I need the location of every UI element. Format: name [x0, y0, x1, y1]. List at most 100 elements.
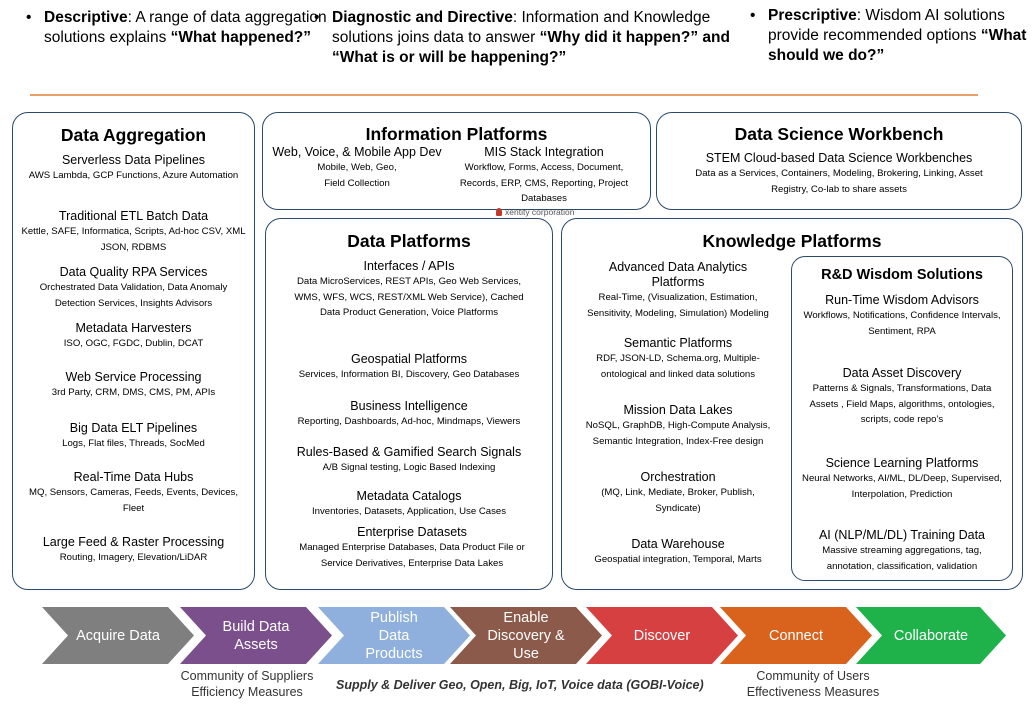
item-detail: Orchestrated Data Validation, Data Anoma…: [39, 282, 228, 309]
item-detail: Data as a Services, Containers, Modeling…: [695, 168, 983, 195]
chevron-discover: Discover: [586, 607, 738, 664]
item-heading: Big Data ELT Pipelines: [69, 421, 198, 435]
bullet-dot: •: [26, 9, 32, 26]
info-col-web-voice: Web, Voice, & Mobile App Dev Mobile, Web…: [267, 145, 447, 191]
item-heading: Data Quality RPA Services: [59, 265, 208, 279]
chevron-fill: [42, 607, 194, 664]
chevron-shape: [180, 607, 332, 664]
item-heading: Metadata Catalogs: [356, 489, 462, 503]
logo-mark-icon: [496, 208, 502, 216]
xentity-logo: xentity corporation: [496, 207, 574, 217]
item-detail: Massive streaming aggregations, tag, ann…: [822, 545, 982, 572]
bullet-text: : Wisdom AI solutions provide recommende…: [768, 7, 1005, 44]
dp-item-interfaces: Interfaces / APIs Data MicroServices, RE…: [286, 259, 532, 321]
item-heading: Serverless Data Pipelines: [61, 153, 206, 167]
info-col-mis: MIS Stack Integration Workflow, Forms, A…: [449, 145, 639, 207]
data-science-workbench-panel: Data Science Workbench STEM Cloud-based …: [656, 112, 1022, 210]
item-heading: Real-Time Data Hubs: [73, 470, 194, 484]
agg-item-serverless: Serverless Data Pipelines AWS Lambda, GC…: [21, 153, 246, 184]
wisdom-solutions-panel: R&D Wisdom Solutions Run-Time Wisdom Adv…: [791, 256, 1013, 581]
item-detail: Managed Enterprise Databases, Data Produ…: [299, 542, 525, 569]
dp-item-search-signals: Rules-Based & Gamified Search Signals A/…: [274, 445, 544, 476]
item-heading: Web, Voice, & Mobile App Dev: [272, 145, 442, 159]
chevron-fill: [450, 607, 602, 664]
kp-item-orchestration: Orchestration (MQ, Link, Mediate, Broker…: [588, 470, 768, 516]
users-note: Community of Users Effectiveness Measure…: [746, 669, 880, 699]
chevron-label: Collaborate: [893, 627, 969, 644]
wis-item-asset-discovery: Data Asset Discovery Patterns & Signals,…: [800, 366, 1004, 428]
bullet-term: Descriptive: [44, 9, 128, 26]
item-heading: Run-Time Wisdom Advisors: [825, 293, 979, 307]
agg-item-quality: Data Quality RPA Services Orchestrated D…: [21, 265, 246, 311]
item-detail: Neural Networks, AI/ML, DL/Deep, Supervi…: [802, 473, 1002, 500]
logo-text: xentity corporation: [505, 207, 575, 217]
item-detail: AWS Lambda, GCP Functions, Azure Automat…: [28, 170, 239, 181]
item-detail: Mobile, Web, Geo, Field Collection: [317, 162, 397, 189]
information-platforms-title: Information Platforms: [365, 124, 548, 144]
agg-item-big-data: Big Data ELT Pipelines Logs, Flat files,…: [21, 421, 246, 452]
agg-item-web-service: Web Service Processing 3rd Party, CRM, D…: [21, 370, 246, 401]
item-detail: NoSQL, GraphDB, High-Compute Analysis, S…: [585, 420, 771, 447]
item-detail: ISO, OGC, FGDC, Dublin, DCAT: [63, 338, 204, 349]
item-detail: Logs, Flat files, Threads, SocMed: [62, 438, 205, 449]
chevron-shape: [318, 607, 470, 664]
bullet-term: Prescriptive: [768, 7, 857, 24]
item-detail: Workflow, Forms, Access, Document, Recor…: [459, 162, 629, 204]
item-heading: Science Learning Platforms: [825, 456, 979, 470]
chevron-shape: [720, 607, 872, 664]
chevron-fill: [720, 607, 872, 664]
data-platforms-panel: Data Platforms Interfaces / APIs Data Mi…: [265, 218, 553, 590]
item-detail: (MQ, Link, Mediate, Broker, Publish, Syn…: [601, 487, 755, 514]
data-aggregation-title: Data Aggregation: [60, 125, 207, 145]
kp-item-warehouse: Data Warehouse Geospatial integration, T…: [578, 537, 778, 568]
bullet-dot: •: [750, 7, 756, 24]
wis-item-training-data: AI (NLP/ML/DL) Training Data Massive str…: [800, 528, 1004, 574]
bullet-question: “Why did it happen?” and “What is or wil…: [332, 29, 730, 66]
bullet-descriptive: • Descriptive: A range of data aggregati…: [26, 8, 329, 48]
chevron-fill: [180, 607, 332, 664]
chevron-fill: [586, 607, 738, 664]
chevron-shape: [856, 607, 1006, 664]
item-heading: Web Service Processing: [65, 370, 202, 384]
bullet-text: : A range of data aggregation solutions …: [44, 9, 327, 46]
item-detail: Data MicroServices, REST APIs, Geo Web S…: [294, 276, 524, 318]
chevron-label: Publish Data Products: [365, 609, 423, 662]
item-heading: Business Intelligence: [350, 399, 468, 413]
suppliers-note: Community of Suppliers Efficiency Measur…: [180, 669, 314, 699]
item-detail: RDF, JSON-LD, Schema.org, Multiple-ontol…: [596, 353, 760, 380]
chevron-label: Discover: [633, 627, 691, 644]
chevron-build-data-assets: Build Data Assets: [180, 607, 332, 664]
wis-item-runtime: Run-Time Wisdom Advisors Workflows, Noti…: [800, 293, 1004, 339]
item-detail: 3rd Party, CRM, DMS, CMS, PM, APIs: [51, 387, 216, 398]
bullet-prescriptive: • Prescriptive: Wisdom AI solutions prov…: [750, 6, 1028, 66]
chevron-acquire-data: Acquire Data: [42, 607, 194, 664]
bullet-dot: •: [314, 9, 320, 26]
chevron-fill: [318, 607, 470, 664]
item-heading: MIS Stack Integration: [484, 145, 604, 159]
dp-item-bi: Business Intelligence Reporting, Dashboa…: [274, 399, 544, 430]
bullet-diagnostic: • Diagnostic and Directive: Information …: [314, 8, 732, 68]
dp-item-geospatial: Geospatial Platforms Services, Informati…: [274, 352, 544, 383]
item-heading: Geospatial Platforms: [350, 352, 468, 366]
item-heading: Interfaces / APIs: [363, 259, 455, 273]
workbench-title: Data Science Workbench: [734, 124, 944, 144]
chevron-shape: [586, 607, 738, 664]
header-divider: [30, 94, 978, 96]
bullet-question: “What happened?”: [170, 29, 312, 46]
dp-item-catalogs: Metadata Catalogs Inventories, Datasets,…: [274, 489, 544, 520]
agg-item-etl: Traditional ETL Batch Data Kettle, SAFE,…: [21, 209, 246, 255]
kp-item-data-lakes: Mission Data Lakes NoSQL, GraphDB, High-…: [578, 403, 778, 449]
item-heading: Traditional ETL Batch Data: [58, 209, 209, 223]
knowledge-platforms-title: Knowledge Platforms: [702, 231, 882, 251]
item-heading: Advanced Data Analytics Platforms: [608, 260, 748, 289]
item-heading: Data Warehouse: [631, 537, 725, 551]
chevron-label: Connect: [768, 627, 823, 644]
workbench-item: STEM Cloud-based Data Science Workbenche…: [677, 151, 1001, 197]
bullet-text: : Information and Knowledge solutions jo…: [332, 9, 711, 46]
chevron-enable-discovery: Enable Discovery & Use: [450, 607, 602, 664]
kp-item-analytics: Advanced Data Analytics Platforms Real-T…: [582, 260, 774, 321]
chevron-label: Acquire Data: [76, 627, 160, 644]
item-detail: Geospatial integration, Temporal, Marts: [594, 554, 762, 565]
item-heading: Metadata Harvesters: [75, 321, 192, 335]
chevron-label: Enable Discovery & Use: [487, 609, 565, 662]
